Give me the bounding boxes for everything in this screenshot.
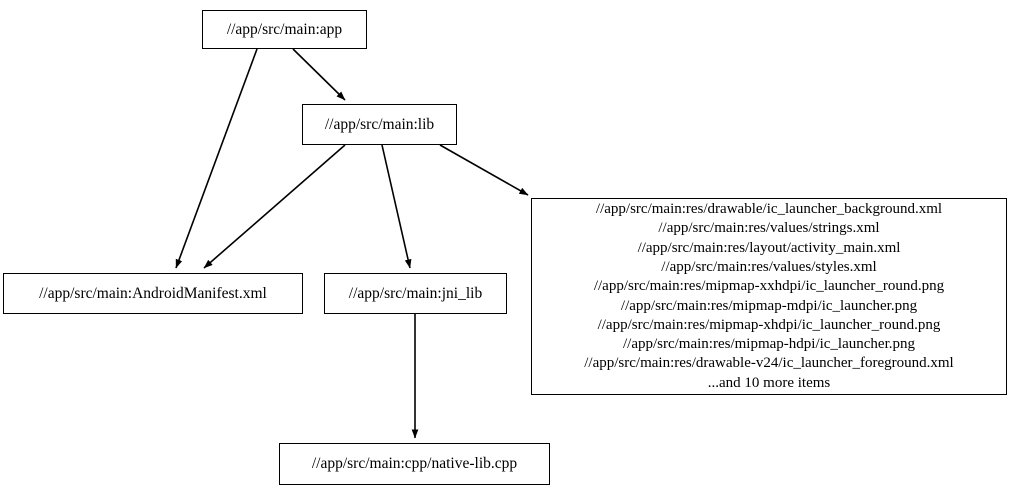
graph-node-android-manifest[interactable]: //app/src/main:AndroidManifest.xml [3,273,303,314]
graph-node-native-lib-cpp[interactable]: //app/src/main:cpp/native-lib.cpp [279,443,550,485]
edge-app-to-manifest [175,48,258,269]
graph-node-resources-line-0: //app/src/main:res/drawable/ic_launcher_… [595,201,943,218]
graph-node-resources-line-7: //app/src/main:res/mipmap-hdpi/ic_launch… [622,336,915,353]
graph-node-resources[interactable]: //app/src/main:res/drawable/ic_launcher_… [531,198,1007,395]
graph-node-lib[interactable]: //app/src/main:lib [302,104,457,145]
graph-node-app-label: //app/src/main:app [226,20,343,38]
edge-lib-to-manifest [203,144,346,269]
edge-lib-to-resources [439,144,529,196]
graph-node-app[interactable]: //app/src/main:app [202,10,367,49]
edge-app-to-lib [292,48,346,101]
graph-node-resources-line-3: //app/src/main:res/values/styles.xml [661,258,877,275]
graph-node-lib-label: //app/src/main:lib [324,115,435,133]
graph-node-resources-label-list: //app/src/main:res/drawable/ic_launcher_… [532,200,1006,393]
graph-node-native-lib-cpp-label: //app/src/main:cpp/native-lib.cpp [311,455,518,473]
graph-node-resources-line-5: //app/src/main:res/mipmap-mdpi/ic_launch… [620,297,918,314]
graph-node-jni-lib-label: //app/src/main:jni_lib [348,284,483,302]
graph-node-resources-line-8: //app/src/main:res/drawable-v24/ic_launc… [584,355,954,372]
graph-node-resources-line-9: ...and 10 more items [707,374,831,391]
graph-node-resources-line-6: //app/src/main:res/mipmap-xhdpi/ic_launc… [597,316,941,333]
edge-lib-to-jni-lib [381,144,412,269]
graph-node-resources-line-2: //app/src/main:res/layout/activity_main.… [637,239,901,256]
graph-node-resources-line-1: //app/src/main:res/values/strings.xml [658,220,880,237]
graph-node-jni-lib[interactable]: //app/src/main:jni_lib [324,273,507,314]
graph-node-resources-line-4: //app/src/main:res/mipmap-xxhdpi/ic_laun… [593,278,945,295]
graph-node-android-manifest-label: //app/src/main:AndroidManifest.xml [39,284,267,302]
